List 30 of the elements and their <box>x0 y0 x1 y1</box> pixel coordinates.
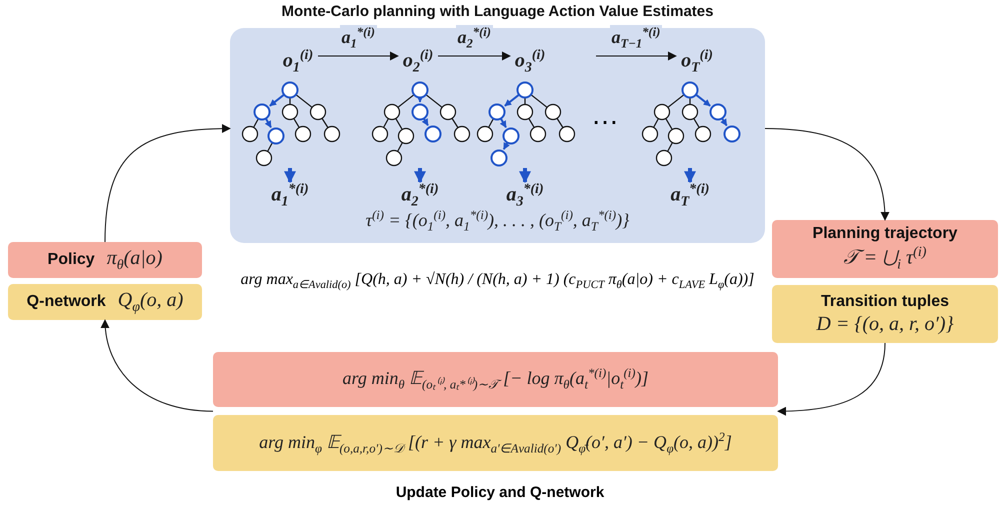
box-heading: Q-network <box>26 293 106 311</box>
policy-box <box>8 242 202 278</box>
planning-trajectory-box <box>772 220 998 278</box>
arrow <box>438 52 511 60</box>
arrow <box>318 52 399 60</box>
q-loss-box <box>213 415 778 471</box>
formula: arg min$_{θ}$ 𝔼$_{(oₜ⁽ⁱ⁾, aₜ*⁽ⁱ⁾)∼𝒯}$ [− log π$_{θ}$(a$_{t}$$^{*(i)}$|o$_{t}$$^{(i)}$)] <box>342 366 648 393</box>
arrow <box>104 124 231 242</box>
section-title: Update Policy and Q-network <box>394 483 606 503</box>
panel-title: Monte-Carlo planning with Language Action Value Estimates <box>280 3 714 20</box>
ellipsis: … <box>590 100 620 130</box>
arrow <box>684 168 696 184</box>
arrow <box>101 319 214 412</box>
formula: π$_{θ}$(a|o) <box>106 246 162 274</box>
q-network-box <box>8 284 202 320</box>
arrow <box>414 168 426 184</box>
formula: D = {(o, a, r, o′)} <box>816 312 954 336</box>
arrow <box>764 128 890 221</box>
formula: 𝒯 = ⋃$_{i}$ τ$^{(i)}$ <box>844 244 926 274</box>
arrow <box>284 168 296 184</box>
formula: Q$_{φ}$(o, a) <box>118 288 184 316</box>
box-heading: Planning trajectory <box>812 224 958 243</box>
transition-tuples-box <box>772 285 998 343</box>
box-heading: Policy <box>48 251 95 269</box>
box-heading: Transition tuples <box>820 292 949 310</box>
arrow <box>519 168 531 184</box>
formula: τ$^{(i)}$ = {(o$_{1}$$^{(i)}$, a$_{1}$$^{*(i)}$), . . . , (o$_{T}$$^{(i)}$, a$_{T}$$^{*(i)}$)} <box>364 208 630 235</box>
arrow <box>777 342 886 416</box>
policy-loss-box <box>213 352 778 407</box>
arrow <box>596 52 677 60</box>
